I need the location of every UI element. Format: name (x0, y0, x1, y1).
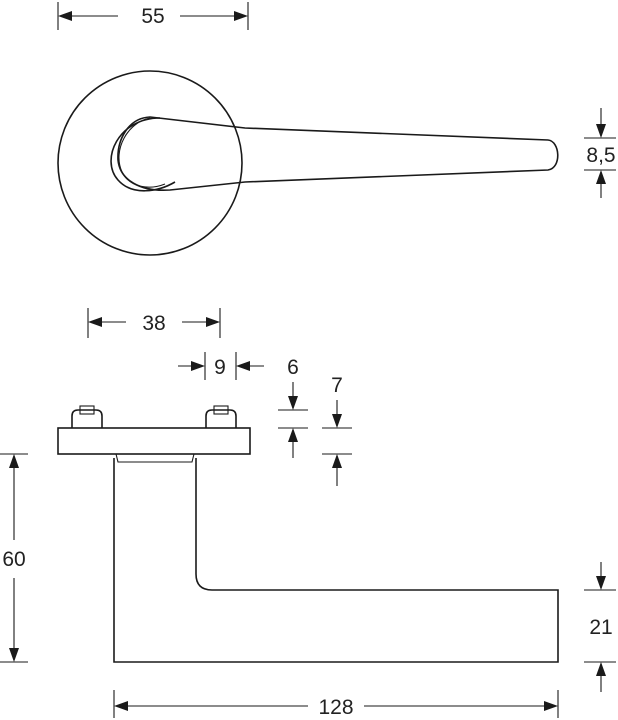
dim-label-55: 55 (141, 5, 164, 28)
dim-lever-thickness: 8,5 (584, 108, 616, 198)
dim-label-60: 60 (2, 548, 25, 571)
stud-right (205, 409, 237, 428)
dim-plate-height-a: 6 (278, 356, 308, 458)
dim-rose-to-plate: 38 (87, 308, 221, 338)
dim-rose-diameter: 55 (57, 2, 249, 30)
dim-plate-height-b: 7 (322, 374, 352, 486)
mounting-plate (57, 427, 251, 455)
dim-label-128: 128 (318, 696, 353, 719)
dim-label-21: 21 (589, 616, 612, 639)
dim-lever-height: 60 (0, 453, 28, 663)
dim-label-38: 38 (142, 312, 165, 335)
lever-neck (110, 117, 176, 192)
dim-label-8-5: 8,5 (586, 144, 615, 167)
rose-circle (57, 70, 243, 256)
lever-body (117, 116, 559, 191)
side-view (57, 405, 559, 663)
stud-left (71, 409, 103, 428)
dim-label-6: 6 (287, 356, 299, 379)
top-view (57, 70, 559, 256)
dim-lever-length: 128 (113, 690, 559, 719)
lever-side-profile (113, 458, 559, 663)
dim-lever-tip-height: 21 (584, 562, 616, 692)
dim-label-7: 7 (331, 374, 343, 397)
dim-label-9: 9 (214, 356, 226, 379)
dim-slot-width: 9 (178, 352, 264, 380)
